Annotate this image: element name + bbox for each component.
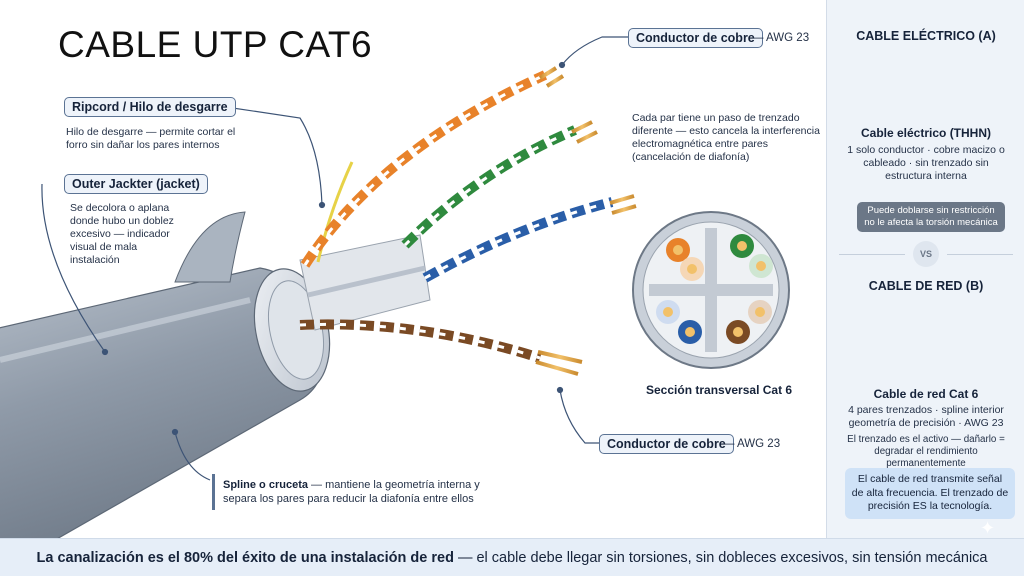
cross-section-cat6 — [632, 211, 790, 369]
network-cable-warning: El trenzado es el activo — dañarlo = deg… — [847, 434, 1005, 469]
jacket-flap — [174, 211, 246, 283]
footer-banner: La canalización es el 80% del éxito de u… — [0, 538, 1024, 576]
vs-divider-left — [839, 254, 905, 255]
footer-bold: La canalización es el 80% del éxito de u… — [36, 550, 454, 566]
electric-cable-title: Cable eléctrico (THHN) — [860, 126, 992, 140]
twist-note: Cada par tiene un paso de trenzado difer… — [632, 112, 820, 163]
copper-bottom-awg: — AWG 23 — [723, 438, 781, 450]
spline-ridge — [307, 265, 426, 298]
comparison-sidebar: CABLE ELÉCTRICO (A) Cable eléctrico (THH… — [826, 0, 1024, 538]
blue-pair — [422, 197, 614, 283]
spline-annotation: Spline o cruceta — mantiene la geometría… — [212, 474, 521, 510]
electric-cable-pill: Puede doblarse sin restricción no le afe… — [857, 202, 1005, 232]
page-title: CABLE UTP CAT6 — [58, 24, 373, 65]
sparkle-icon: ✦ — [980, 518, 996, 538]
network-cable-title: Cable de red Cat 6 — [873, 387, 979, 401]
leader-lines — [41, 36, 628, 481]
copper-top-awg: — AWG 23 — [752, 32, 810, 44]
jacket-highlight — [0, 297, 251, 363]
ripcord-note: Hilo de desgarre — permite cortar el for… — [66, 126, 236, 151]
spline-text: — mantiene la geometría interna y separa… — [223, 479, 480, 505]
vs-badge: VS — [913, 241, 939, 267]
green-pair — [401, 125, 577, 249]
footer-rest: — el cable debe llegar sin torsiones, si… — [453, 550, 988, 566]
jacket-note: Se decolora o aplana donde hubo un doble… — [70, 202, 174, 266]
vs-divider-right — [947, 254, 1013, 255]
network-cable-highlight: El cable de red transmite señal de alta … — [845, 468, 1015, 519]
jacket-label: Outer Jackter (jacket) — [64, 174, 208, 194]
network-cable-desc: 4 pares trenzados · spline interior geom… — [848, 404, 1004, 429]
spline-title: Spline o cruceta — [223, 479, 308, 491]
electric-cable-header: CABLE ELÉCTRICO (A) — [856, 29, 996, 43]
copper-bottom-label: Conductor de cobre — [599, 434, 734, 454]
copper-top-label: Conductor de cobre — [628, 28, 763, 48]
electric-cable-desc: 1 solo conductor · cobre macizo o cablea… — [847, 144, 1005, 182]
ripcord-label: Ripcord / Hilo de desgarre — [64, 97, 236, 117]
network-cable-header: CABLE DE RED (B) — [868, 279, 984, 293]
cross-section-label: Sección transversal Cat 6 — [646, 383, 793, 397]
